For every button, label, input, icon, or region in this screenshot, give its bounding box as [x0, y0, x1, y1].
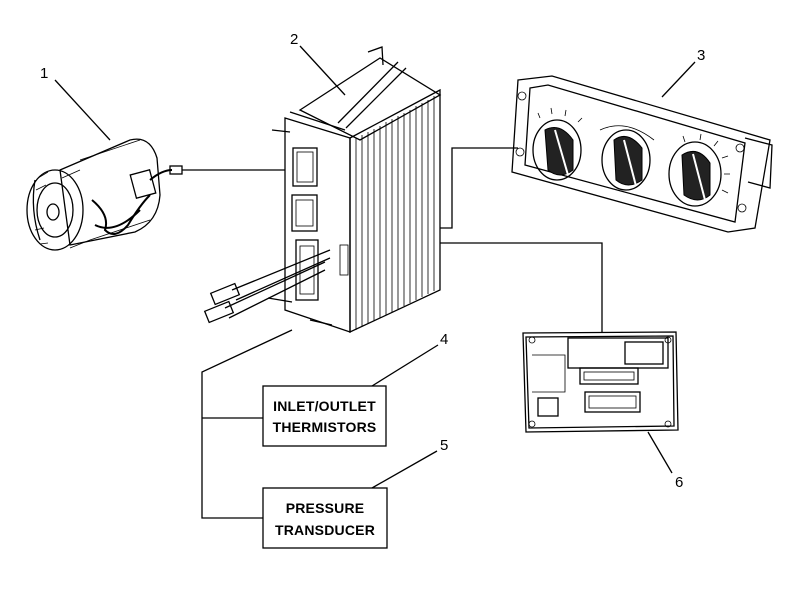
callout-1: 1 [40, 65, 48, 82]
callout-5: 5 [440, 437, 448, 454]
callout-4: 4 [440, 331, 448, 348]
callout-6: 6 [675, 474, 683, 491]
compressor [26, 138, 183, 251]
climate-control-panel [511, 75, 773, 233]
callout-leaders [54, 45, 696, 489]
transducer-box: PRESSURE TRANSDUCER [262, 487, 388, 549]
transducer-line2: TRANSDUCER [275, 522, 375, 538]
transducer-line1: PRESSURE [286, 500, 365, 516]
callout-2: 2 [290, 31, 298, 48]
control-unit [203, 46, 442, 334]
ecu-module [522, 331, 679, 433]
thermistors-line2: THERMISTORS [273, 419, 377, 435]
thermistors-box: INLET/OUTLET THERMISTORS [262, 385, 387, 447]
callout-3: 3 [697, 47, 705, 64]
heat-sink-fins [355, 96, 435, 330]
thermistors-line1: INLET/OUTLET [273, 398, 376, 414]
